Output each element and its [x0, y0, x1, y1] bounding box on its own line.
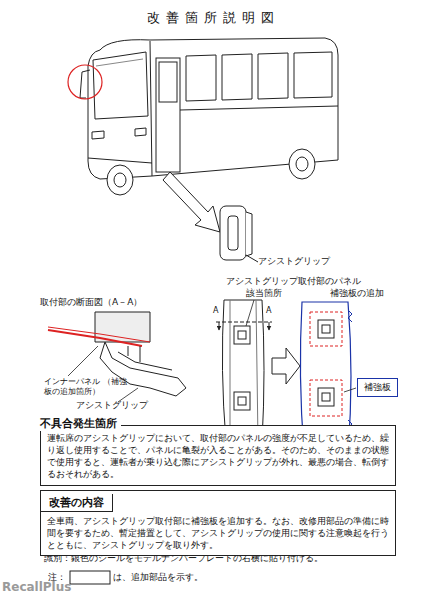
- drawing-part: [68, 65, 102, 99]
- drawing-part: [318, 388, 334, 406]
- mounting-panel: [216, 300, 272, 442]
- change-arrow: [272, 348, 300, 384]
- label: アシストグリップ: [76, 400, 148, 411]
- label: アシストグリップ: [258, 256, 330, 267]
- drawing-part: [246, 255, 258, 262]
- bus: [68, 38, 338, 195]
- drawing-part: [230, 300, 258, 442]
- label: 該当箇所: [246, 288, 282, 299]
- drawing-part: [294, 52, 332, 98]
- drawing-part: [48, 327, 150, 342]
- label: 取付部の断面図（A－A）: [40, 297, 142, 308]
- drawing-part: [107, 165, 133, 195]
- drawing-part: [88, 38, 338, 179]
- drawing-part: [88, 158, 152, 163]
- drawing-part: [238, 397, 246, 405]
- label: A: [266, 306, 271, 316]
- drawing-part: [222, 54, 252, 100]
- pointer-arrow: [163, 172, 220, 232]
- drawing-part: [118, 352, 172, 370]
- part-tag: 補強板: [357, 378, 398, 397]
- box-heading: 改善の内容: [41, 494, 113, 512]
- drawing-part: [114, 173, 126, 187]
- drawing-part: [68, 346, 98, 376]
- note-box: [70, 571, 110, 584]
- drawing-part: [310, 380, 342, 416]
- drawing-part: [348, 310, 352, 432]
- drawing-part: [159, 62, 177, 102]
- box-text: 運転席のアシストグリップにおいて、取付部のパネルの強度が不足しているため、繰り返…: [40, 425, 396, 486]
- drawing-part: [322, 325, 330, 333]
- drawing-part: [296, 157, 308, 171]
- drawing-part: [322, 393, 330, 401]
- drawing-part: [180, 106, 338, 110]
- watermark: RecallPlus: [2, 580, 71, 594]
- drawing-part: [216, 322, 272, 323]
- drawing-part: [70, 571, 110, 584]
- box-heading: 不具合発生箇所: [40, 416, 121, 431]
- drawing-part: [118, 388, 138, 402]
- drawing-part: [128, 346, 140, 362]
- label: A: [213, 306, 218, 316]
- drawing-part: [156, 58, 180, 172]
- drawing-part: [246, 212, 252, 256]
- text-box: 不具合発生箇所運転席のアシストグリップにおいて、取付部のパネルの強度が不足してい…: [40, 412, 396, 486]
- drawing-part: [96, 59, 143, 66]
- drawing-part: [135, 128, 146, 136]
- label: は、追加部品を示す。: [113, 572, 203, 583]
- drawing-part: [258, 53, 288, 99]
- drawing-part: [92, 131, 104, 139]
- box-text: 補強板: [364, 381, 391, 394]
- drawing-part: [220, 206, 246, 260]
- drawing-part: [310, 312, 342, 346]
- label: 補強板の追加: [330, 288, 384, 299]
- drawing-part: [289, 149, 315, 179]
- text-box: 改善の内容全車両、アシストグリップ取付部に補強板を追加する。なお、改修用部品の準…: [40, 490, 396, 556]
- drawing-part: [219, 322, 220, 330]
- drawing-part: [344, 388, 356, 392]
- title: 改善箇所説明図: [0, 9, 426, 27]
- drawing-part: [238, 331, 246, 339]
- drawing-part: [246, 300, 254, 326]
- drawing-part: [222, 300, 264, 442]
- drawing-part: [100, 342, 186, 396]
- assist-grip: [220, 206, 258, 262]
- drawing-part: [272, 348, 300, 384]
- label: アシストグリップ取付部のパネル: [226, 276, 361, 287]
- drawing-part: [186, 55, 216, 101]
- drawing-part: [318, 320, 334, 338]
- box-text: 全車両、アシストグリップ取付部に補強板を追加する。なお、改修用部品の準備に時間を…: [41, 512, 395, 551]
- drawing-part: [163, 172, 220, 232]
- drawing-part: [234, 392, 250, 410]
- label: インナーパネル （補強板の追加箇所）: [44, 377, 128, 396]
- drawing-part: [269, 322, 270, 330]
- drawing-part: [234, 326, 250, 344]
- drawing-part: [80, 70, 90, 98]
- drawing-part: [228, 216, 238, 250]
- drawing-part: [150, 41, 152, 176]
